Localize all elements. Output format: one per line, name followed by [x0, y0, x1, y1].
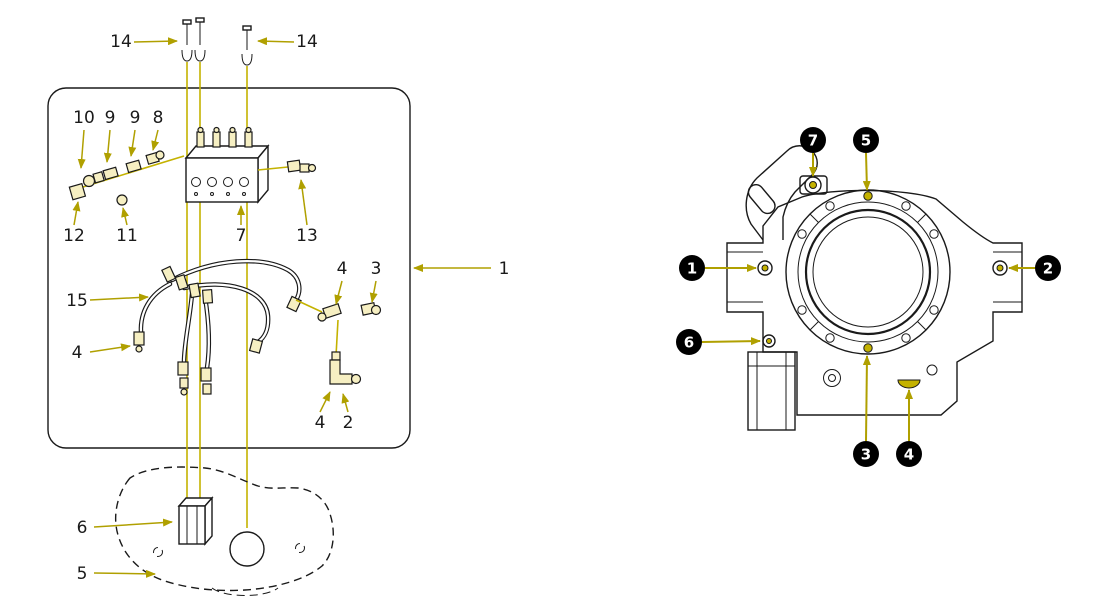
bolt-hole-3	[863, 343, 873, 353]
callout-1-number: 1	[687, 260, 697, 278]
label-4-left: 4	[72, 343, 83, 363]
flange-bolt-holes	[797, 201, 939, 343]
lifting-bracket	[745, 145, 818, 241]
fitting-9-b	[125, 159, 142, 174]
callout-6: 6	[676, 329, 702, 355]
label-9-a: 9	[105, 108, 116, 128]
fitting-9-a	[102, 166, 119, 181]
label-14-left: 14	[110, 32, 132, 52]
base-plate-5	[114, 466, 334, 596]
port-2	[992, 260, 1008, 276]
label-3: 3	[371, 259, 382, 279]
fitting-8	[145, 150, 165, 165]
grease-point-7	[799, 175, 828, 195]
fitting-11	[116, 194, 128, 206]
fitting-4-upper	[295, 299, 342, 322]
bolt-hole-5	[863, 191, 873, 201]
label-4-upper: 4	[337, 259, 348, 279]
label-12: 12	[63, 226, 85, 246]
fitting-13	[257, 159, 317, 173]
label-4-lower: 4	[315, 413, 326, 433]
pocket-4	[897, 379, 921, 389]
elbow-fitting-2	[329, 319, 362, 385]
callout-4: 4	[896, 441, 922, 467]
fitting-10	[82, 171, 105, 188]
port-6	[762, 334, 776, 348]
distributor-block-7	[184, 126, 270, 204]
exploded-view-panel: 14 14 10 9 9 8 12 11 7 13 1 15 4	[47, 17, 509, 596]
flange-ticks	[809, 213, 927, 331]
callout-5: 5	[853, 127, 879, 153]
callout-6-number: 6	[684, 334, 694, 352]
label-15: 15	[66, 291, 88, 311]
port-1	[757, 260, 773, 276]
mount-block-6	[177, 496, 214, 546]
callout-7-number: 7	[808, 132, 818, 150]
assembly-boundary-box	[47, 87, 411, 449]
bore-circles	[785, 189, 951, 355]
label-10: 10	[73, 108, 95, 128]
label-2: 2	[343, 413, 354, 433]
label-6: 6	[77, 518, 88, 538]
screw-14-a	[181, 19, 193, 62]
block-top-fittings	[196, 126, 253, 148]
hose-assembly-15	[133, 258, 302, 396]
label-1: 1	[499, 259, 510, 279]
block-face-ports	[191, 177, 249, 196]
screw-14-b	[194, 17, 206, 62]
callout-4-number: 4	[904, 446, 914, 464]
fitting-12	[68, 182, 87, 201]
hose-head-fittings	[161, 265, 214, 304]
housing-view-panel: 7 5 1 2 6 3 4	[676, 127, 1061, 467]
label-11: 11	[116, 226, 138, 246]
casting-details	[823, 364, 938, 387]
callout-2-number: 2	[1043, 260, 1053, 278]
callout-3: 3	[853, 441, 879, 467]
callout-2: 2	[1035, 255, 1061, 281]
callout-3-number: 3	[861, 446, 871, 464]
callout-7: 7	[800, 127, 826, 153]
fitting-chain	[68, 150, 185, 206]
label-9-b: 9	[130, 108, 141, 128]
label-8: 8	[153, 108, 164, 128]
housing-outline	[726, 189, 1023, 416]
label-7: 7	[236, 226, 247, 246]
callout-5-number: 5	[861, 132, 871, 150]
label-13: 13	[296, 226, 318, 246]
callout-1: 1	[679, 255, 705, 281]
flange-ribs	[727, 251, 1022, 303]
left-labels: 14 14 10 9 9 8 12 11 7 13 1 15 4	[63, 32, 509, 584]
callout-leaders	[701, 152, 1035, 442]
label-5: 5	[77, 564, 88, 584]
hose-end-fittings	[133, 295, 302, 396]
fitting-3	[360, 301, 382, 316]
screw-14-c	[241, 25, 253, 66]
lower-left-block	[747, 351, 796, 431]
label-14-right: 14	[296, 32, 318, 52]
